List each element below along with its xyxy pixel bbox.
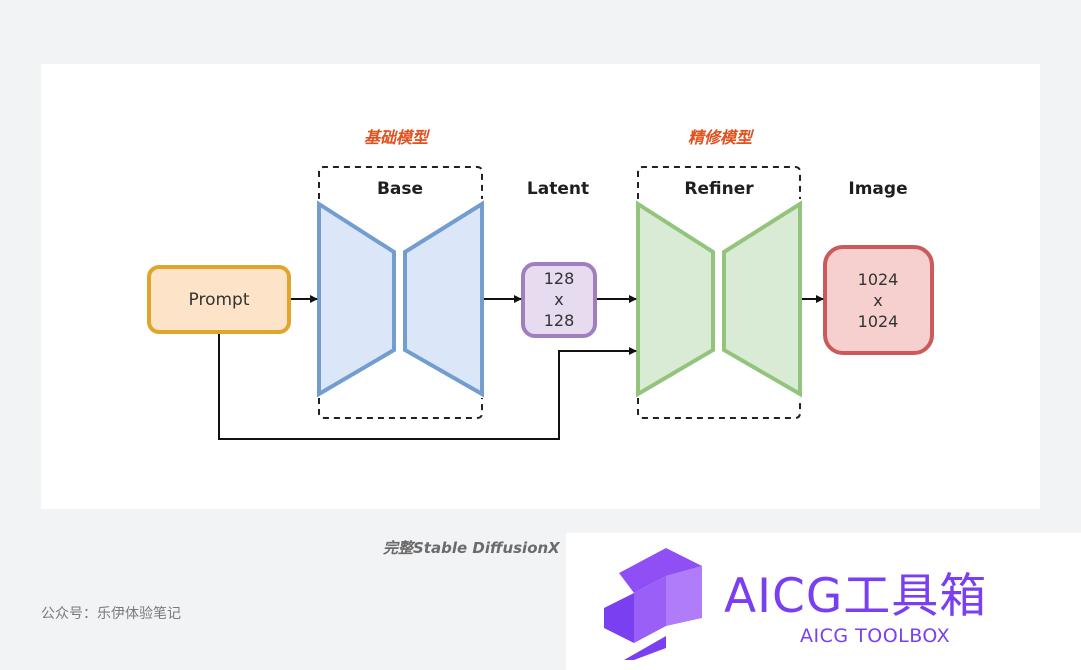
image-line-3: 1024 — [858, 312, 899, 331]
base-title: Base — [377, 179, 423, 199]
aicg-logo-icon — [604, 548, 702, 660]
prompt-to-refiner-path — [218, 334, 637, 440]
refiner-title: Refiner — [684, 179, 754, 199]
latent-line-1: 128 — [544, 269, 575, 288]
image-node: 1024 x 1024 — [823, 245, 934, 355]
watermark-subtitle: AICG TOOLBOX — [800, 625, 951, 647]
base-model-group — [317, 166, 484, 419]
base-decoder-shape — [403, 200, 484, 398]
connectors — [218, 295, 824, 440]
watermark: AICG工具箱 AICG TOOLBOX — [566, 533, 1081, 670]
base-group-label: 基础模型 — [364, 128, 431, 147]
prompt-node: Prompt — [147, 265, 291, 334]
refiner-encoder-shape — [636, 200, 715, 398]
watermark-title: AICG工具箱 — [724, 569, 988, 624]
refiner-group-label: 精修模型 — [688, 128, 755, 147]
prompt-label: Prompt — [189, 290, 250, 310]
image-title: Image — [848, 179, 907, 199]
base-encoder-shape — [317, 200, 396, 398]
figure-caption: 完整Stable DiffusionX — [383, 539, 560, 557]
latent-title: Latent — [527, 179, 589, 199]
image-line-1: 1024 — [858, 270, 899, 289]
latent-line-3: 128 — [544, 311, 575, 330]
image-line-2: x — [873, 291, 882, 310]
account-credit: 公众号：乐伊体验笔记 — [41, 606, 181, 622]
latent-node: 128 x 128 — [521, 262, 597, 338]
latent-line-2: x — [554, 290, 563, 309]
refiner-decoder-shape — [722, 200, 802, 398]
refiner-model-group — [636, 166, 802, 419]
